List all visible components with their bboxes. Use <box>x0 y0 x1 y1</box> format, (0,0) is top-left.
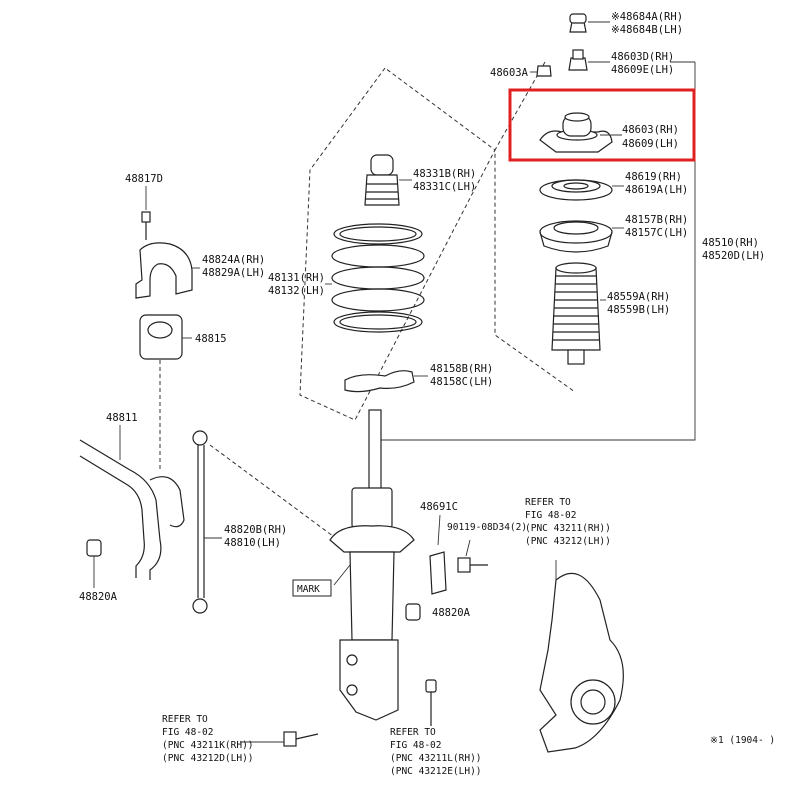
label-48158c: 48158C(LH) <box>430 376 493 388</box>
label-48559a: 48559A(RH) <box>607 291 670 303</box>
label-48510: 48510(RH) <box>702 237 759 249</box>
label-48815: 48815 <box>195 333 227 345</box>
label-48609e: 48609E(LH) <box>611 64 674 76</box>
svg-text:(PNC 43212E(LH)): (PNC 43212E(LH)) <box>390 766 482 777</box>
refer-block-bolt-right: REFER TO FIG 48-02 (PNC 43211L(RH)) (PNC… <box>390 727 482 777</box>
label-48829a: 48829A(LH) <box>202 267 265 279</box>
lower-bolt-right <box>425 679 437 726</box>
label-48619: 48619(RH) <box>625 171 682 183</box>
label-48158b: 48158B(RH) <box>430 363 493 375</box>
coil-spring-48131 <box>325 223 425 333</box>
label-48157c: 48157C(LH) <box>625 227 688 239</box>
bushing-48815 <box>139 314 192 360</box>
label-48559b: 48559B(LH) <box>607 304 670 316</box>
label-48131: 48131(RH) <box>268 272 325 284</box>
svg-text:REFER TO: REFER TO <box>525 497 571 508</box>
lower-bolt-left <box>240 731 319 747</box>
footnote: ※1 (1904- ) <box>710 735 775 746</box>
label-48817d: 48817D <box>125 173 163 185</box>
nut-48603a <box>530 65 552 77</box>
label-48691c: 48691C <box>420 501 458 513</box>
svg-text:(PNC 43212D(LH)): (PNC 43212D(LH)) <box>162 753 254 764</box>
assembly-dashed-outline <box>299 67 496 421</box>
label-48619a: 48619A(LH) <box>625 184 688 196</box>
label-48132: 48132(LH) <box>268 285 325 297</box>
bump-stop-48331 <box>364 154 412 206</box>
refer-block-bolt-left: REFER TO FIG 48-02 (PNC 43211K(RH)) (PNC… <box>162 714 254 764</box>
svg-text:REFER TO: REFER TO <box>390 727 436 738</box>
svg-text:FIG 48-02: FIG 48-02 <box>162 727 213 738</box>
label-48820a-right: 48820A <box>432 607 471 619</box>
strut-48510 <box>329 409 415 721</box>
label-48684b: ※48684B(LH) <box>611 24 683 36</box>
nut-48603d <box>568 49 610 71</box>
label-48603d: 48603D(RH) <box>611 51 674 63</box>
washer-48691c <box>429 514 447 595</box>
label-48331b: 48331B(RH) <box>413 168 476 180</box>
dashed-link-guide <box>209 444 346 546</box>
label-48811: 48811 <box>106 412 138 424</box>
mark-box <box>292 579 332 597</box>
highlight-box <box>508 88 696 162</box>
bracket-48510 <box>378 62 696 441</box>
svg-text:FIG 48-02: FIG 48-02 <box>525 510 576 521</box>
label-48810: 48810(LH) <box>224 537 281 549</box>
svg-text:(PNC 43211(RH)): (PNC 43211(RH)) <box>525 523 611 534</box>
label-48684a: ※48684A(RH) <box>611 11 683 23</box>
label-48520d: 48520D(LH) <box>702 250 765 262</box>
label-48331c: 48331C(LH) <box>413 181 476 193</box>
bearing-48619 <box>539 179 624 201</box>
label-48820b: 48820B(RH) <box>224 524 287 536</box>
svg-text:REFER TO: REFER TO <box>162 714 208 725</box>
spring-insulator-48157 <box>539 220 624 253</box>
mark-label: MARK <box>297 584 320 595</box>
label-48824a: 48824A(RH) <box>202 254 265 266</box>
label-48820a-left: 48820A <box>79 591 118 603</box>
bracket-48824a <box>135 242 200 299</box>
bellows-48559 <box>551 262 606 365</box>
stabilizer-bar-48811 <box>79 425 185 580</box>
label-48603a: 48603A <box>490 67 529 79</box>
stabilizer-link-48820b <box>192 430 222 614</box>
label-48603: 48603(RH) <box>622 124 679 136</box>
svg-text:(PNC 43211K(RH)): (PNC 43211K(RH)) <box>162 740 254 751</box>
bolt-48817d <box>141 186 151 240</box>
label-48157b: 48157B(RH) <box>625 214 688 226</box>
lower-insulator-48158 <box>344 370 428 393</box>
svg-text:(PNC 43211L(RH)): (PNC 43211L(RH)) <box>390 753 482 764</box>
strut-mount-48603 <box>539 112 622 153</box>
label-90119: 90119-08D34(2) <box>447 522 527 533</box>
refer-block-knuckle: REFER TO FIG 48-02 (PNC 43211(RH)) (PNC … <box>525 497 611 547</box>
steering-knuckle <box>539 560 624 753</box>
nut-48820a-left <box>86 539 102 588</box>
svg-text:(PNC 43212(LH)): (PNC 43212(LH)) <box>525 536 611 547</box>
bolt-90119 <box>457 539 488 573</box>
nut-48820a-right <box>405 603 421 621</box>
label-48609: 48609(LH) <box>622 138 679 150</box>
svg-text:FIG 48-02: FIG 48-02 <box>390 740 441 751</box>
assembly-dashed-outline-right <box>494 61 576 393</box>
cap-nut-48684 <box>569 13 610 33</box>
